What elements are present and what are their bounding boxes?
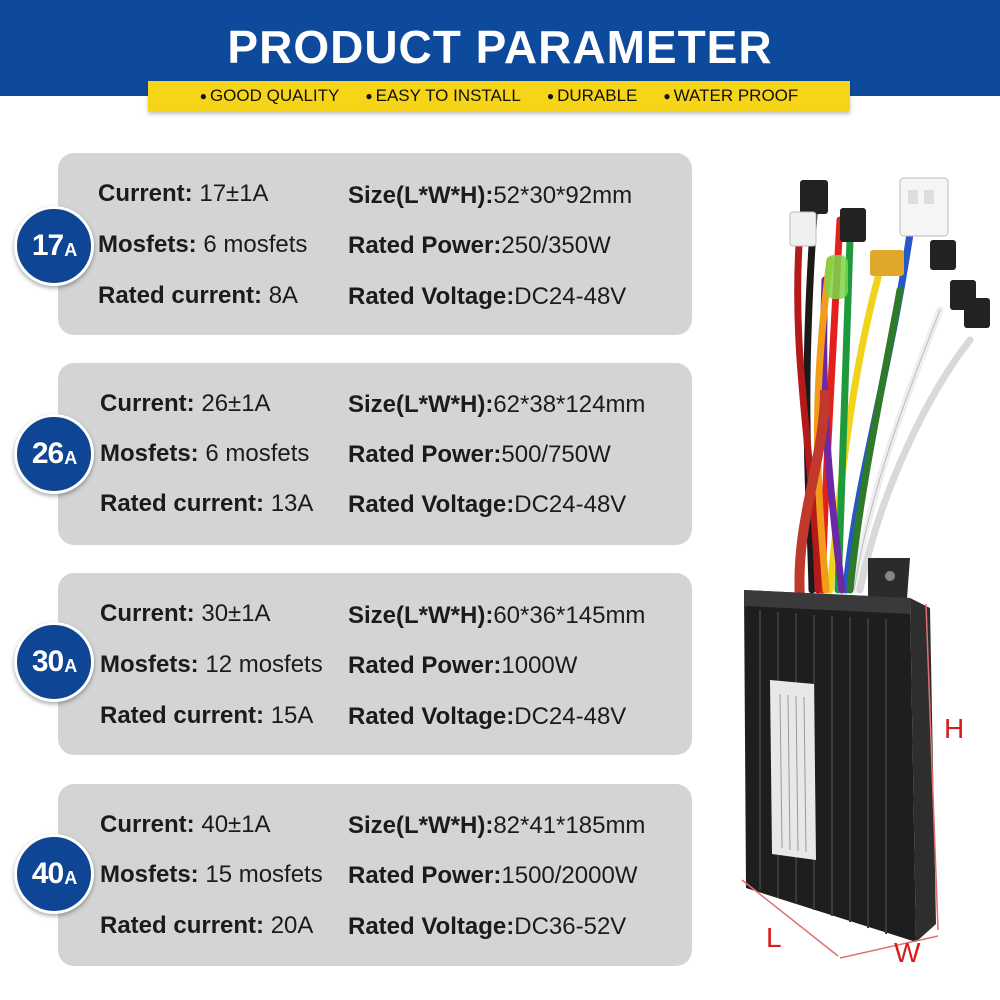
spec-rated-voltage: Rated Voltage:DC36-52V: [348, 913, 627, 940]
spec-current: Current: 30±1A: [100, 600, 271, 627]
feature-item: DURABLE: [547, 86, 637, 106]
badge-unit: A: [64, 447, 77, 468]
spec-rated-voltage: Rated Voltage:DC24-48V: [348, 283, 627, 310]
badge-number: 40: [31, 857, 64, 890]
spec-current: Current: 26±1A: [100, 390, 271, 417]
dimension-length-label: L: [766, 922, 782, 953]
spec-rated-current: Rated current: 13A: [100, 490, 314, 517]
controller-product-image: [741, 177, 990, 959]
header-banner: PRODUCT PARAMETER: [0, 0, 1000, 96]
spec-rated-power: Rated Power:1500/2000W: [348, 862, 638, 889]
spec-mosfets: Mosfets: 6 mosfets: [98, 231, 308, 258]
feature-item: EASY TO INSTALL: [365, 86, 521, 106]
spec-rated-voltage: Rated Voltage:DC24-48V: [348, 491, 627, 518]
badge-unit: A: [64, 867, 77, 888]
spec-rated-voltage: Rated Voltage:DC24-48V: [348, 703, 627, 730]
spec-card-26a: [58, 363, 692, 545]
spec-rated-power: Rated Power:250/350W: [348, 232, 611, 259]
badge-unit: A: [64, 655, 77, 676]
spec-current: Current: 40±1A: [100, 811, 271, 838]
spec-size: Size(L*W*H):60*36*145mm: [348, 602, 646, 629]
feature-bar: GOOD QUALITY EASY TO INSTALL DURABLE WAT…: [148, 81, 850, 111]
page-title: PRODUCT PARAMETER: [227, 21, 773, 73]
spec-card-17a: [58, 153, 692, 335]
spec-mosfets: Mosfets: 12 mosfets: [100, 651, 323, 678]
spec-rated-power: Rated Power:500/750W: [348, 441, 611, 468]
spec-size: Size(L*W*H):62*38*124mm: [348, 391, 646, 418]
spec-mosfets: Mosfets: 15 mosfets: [100, 861, 323, 888]
badge-number: 17: [31, 229, 64, 262]
dimension-height-label: H: [944, 713, 965, 744]
feature-item: WATER PROOF: [663, 86, 799, 106]
spec-rated-current: Rated current: 20A: [100, 912, 314, 939]
spec-rated-current: Rated current: 15A: [100, 702, 314, 729]
spec-size: Size(L*W*H):52*30*92mm: [348, 182, 633, 209]
spec-card-30a: [58, 573, 692, 755]
spec-size: Size(L*W*H):82*41*185mm: [348, 812, 646, 839]
dimension-width-label: W: [894, 937, 921, 968]
badge-number: 30: [31, 645, 64, 678]
spec-rated-current: Rated current: 8A: [98, 282, 299, 309]
spec-card-40a: [58, 784, 692, 966]
spec-rated-power: Rated Power:1000W: [348, 652, 578, 679]
spec-current: Current: 17±1A: [98, 180, 269, 207]
badge-unit: A: [64, 239, 77, 260]
spec-mosfets: Mosfets: 6 mosfets: [100, 440, 310, 467]
badge-number: 26: [31, 437, 64, 470]
feature-item: GOOD QUALITY: [200, 86, 339, 106]
